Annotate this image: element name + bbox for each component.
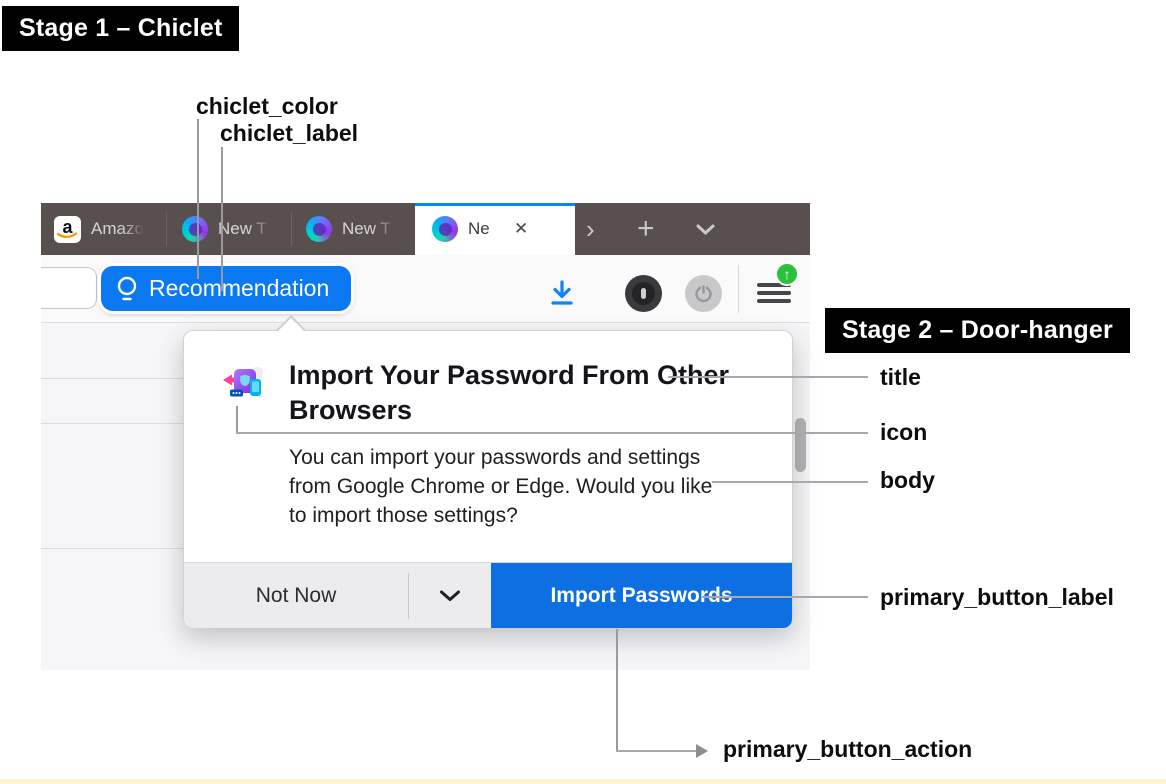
amazon-icon: a: [54, 215, 81, 243]
not-now-button[interactable]: Not Now: [184, 563, 408, 628]
bottom-edge-strip: [0, 779, 1166, 784]
content-divider: [41, 548, 183, 549]
update-badge[interactable]: ↑: [775, 262, 799, 286]
menu-icon[interactable]: [757, 283, 793, 303]
lightbulb-icon: [117, 276, 137, 301]
footer-separator: [408, 573, 409, 619]
browser-toolbar: Recommendation ↑: [41, 255, 810, 323]
content-divider: [41, 423, 183, 424]
import-passwords-button[interactable]: Import Passwords: [491, 563, 792, 628]
tab-title: New T: [218, 219, 267, 238]
leader-line-body: [712, 481, 868, 483]
firefox-icon: [182, 216, 208, 242]
doorhanger-popup: Import Your Password From Other Browsers…: [183, 315, 793, 628]
doorhanger-footer: Not Now Import Passwords: [184, 562, 792, 628]
password-extension-icon[interactable]: [625, 275, 662, 312]
leader-line-chiclet-color: [197, 119, 199, 279]
tab-title: Ne: [468, 219, 490, 238]
tab-title: Amazo: [91, 219, 144, 238]
leader-line-primary-button-label: [702, 596, 868, 598]
toolbar-separator: [738, 265, 739, 313]
annotation-primary-button-label: primary_button_label: [880, 584, 1114, 610]
tab-new-tab-2[interactable]: New T: [306, 203, 398, 255]
leader-line-icon: [236, 432, 868, 434]
tab-close-icon[interactable]: ✕: [514, 219, 529, 238]
tab-title: New T: [342, 219, 391, 238]
stage1-heading: Stage 1 – Chiclet: [2, 6, 240, 51]
tab-new-tab-1[interactable]: New T: [182, 203, 274, 255]
chiclet-label: Recommendation: [149, 275, 330, 301]
leader-line-title: [668, 376, 868, 378]
annotation-primary-button-action: primary_button_action: [723, 736, 973, 762]
leader-line-primary-button-action: [616, 629, 618, 752]
stage2-heading: Stage 2 – Door-hanger: [825, 308, 1130, 353]
tab-separator: [291, 212, 292, 246]
dropdown-chevron-button[interactable]: [408, 563, 491, 628]
leader-line-primary-button-action: [616, 750, 698, 752]
leader-line-chiclet-label: [221, 147, 223, 291]
tab-amazon[interactable]: a Amazo: [54, 203, 147, 255]
tab-separator: [166, 212, 167, 246]
doorhanger-title: Import Your Password From Other Browsers: [289, 360, 730, 425]
firefox-icon: [432, 216, 458, 242]
annotation-chiclet-color: chiclet_color: [196, 93, 338, 119]
tab-scroll-right-icon[interactable]: ›: [586, 213, 595, 244]
import-illustration-icon: [223, 367, 263, 397]
content-divider: [41, 378, 183, 379]
popup-caret: [277, 318, 305, 332]
tab-bar: a Amazo New T New T Ne ✕ › +: [41, 203, 810, 255]
leader-line-icon: [236, 406, 238, 434]
chevron-down-icon: [439, 590, 460, 601]
scrollbar-thumb[interactable]: [795, 418, 806, 472]
annotation-title: title: [880, 364, 921, 390]
recommendation-chiclet[interactable]: Recommendation: [101, 266, 351, 311]
url-bar[interactable]: [41, 267, 97, 309]
tab-active-new-tab[interactable]: Ne ✕: [415, 203, 575, 255]
annotation-body: body: [880, 467, 935, 493]
download-icon[interactable]: [544, 276, 580, 312]
doorhanger-body: You can import your passwords and settin…: [289, 446, 713, 527]
annotation-icon: icon: [880, 419, 928, 445]
firefox-icon: [306, 216, 332, 242]
list-tabs-chevron-icon[interactable]: [696, 203, 715, 255]
new-tab-button[interactable]: +: [637, 212, 655, 245]
annotation-chiclet-label: chiclet_label: [220, 120, 359, 146]
leader-arrowhead: [696, 744, 708, 758]
power-icon[interactable]: [685, 275, 722, 312]
